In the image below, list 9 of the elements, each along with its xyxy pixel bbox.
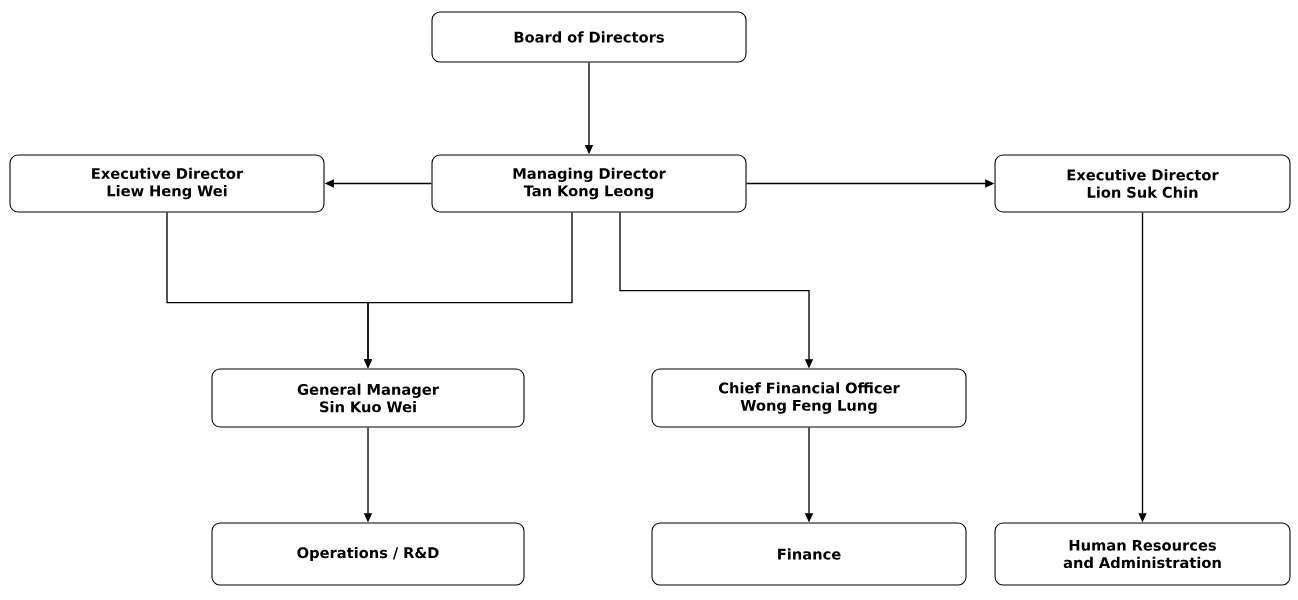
org-box: Executive Director Liew Heng Wei xyxy=(9,154,325,213)
org-box: Human Resources and Administration xyxy=(994,522,1291,586)
org-box: General Manager Sin Kuo Wei xyxy=(211,368,525,428)
org-box: Finance xyxy=(651,522,967,586)
org-box: Managing Director Tan Kong Leong xyxy=(431,154,747,213)
org-box: Board of Directors xyxy=(431,11,747,63)
org-box: Operations / R&D xyxy=(211,522,525,586)
org-box: Chief Financial Officer Wong Feng Lung xyxy=(651,368,967,428)
org-box: Executive Director Lion Suk Chin xyxy=(994,154,1291,213)
